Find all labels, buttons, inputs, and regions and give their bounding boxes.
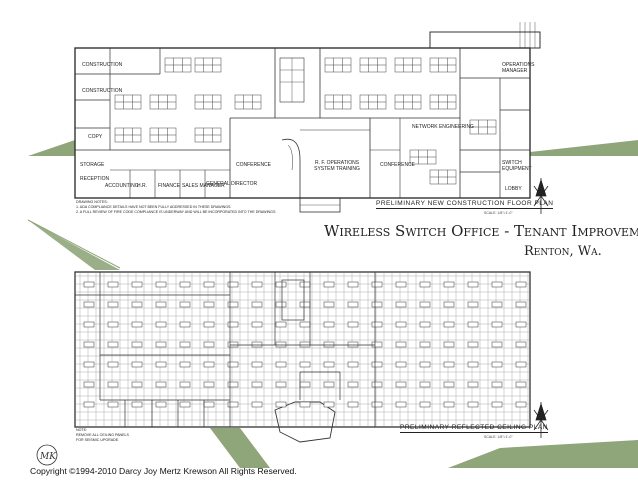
ceiling-plan [74,271,531,443]
room-label: RECEPTION [80,176,110,182]
room-label: SALES MANAGER [182,183,225,189]
room-label: STORAGE [80,162,105,168]
floor-plan-caption: PRELIMINARY NEW CONSTRUCTION FLOOR PLAN [376,200,554,209]
note-item: FOR SEISMIC UPGRADE. [76,438,120,443]
room-label: FINANCE [158,183,180,189]
copyright-text: Copyright ©1994-2010 Darcy Joy Mertz Kre… [30,466,297,476]
svg-text:MK: MK [39,452,57,462]
room-label: CONSTRUCTION [82,88,123,94]
ceiling-plan-scale: SCALE: 1/8"=1'-0" [484,435,513,439]
room-label: GENERAL DIRECTOR [206,181,258,187]
room-label: H.R. [137,183,147,189]
floor-plan [74,22,541,213]
ceiling-notes: NOTE: REMOVE ALL CEILING PANELS FOR SEIS… [76,428,166,444]
room-label: SWITCH EQUIPMENT [502,160,532,172]
notes-heading: NOTE: [76,428,87,432]
room-label: CONFERENCE [236,162,272,168]
room-label: NETWORK ENGINEERING [412,124,474,130]
floor-plan-scale: SCALE: 1/8"=1'-0" [484,211,513,215]
note-item: REMOVE ALL CEILING PANELS [76,433,129,438]
drawing-notes: DRAWING NOTES: 1. ADA COMPLIANCE DETAILS… [76,200,296,216]
note-item: 1. ADA COMPLIANCE DETAILS HAVE NOT BEEN … [76,205,232,210]
workstation-clusters [114,57,497,185]
room-label: CONFERENCE [380,162,416,168]
room-label: LOBBY [505,186,522,192]
room-label: ACCOUNTING [105,183,139,189]
designer-logo: MK [36,444,58,466]
project-title: Wireless Switch Office - Tenant Improvem… [324,222,638,240]
note-item: 2. A FULL REVIEW OF FIRE CODE COMPLIANCE… [76,210,277,215]
room-label: OPERATIONS MANAGER [502,62,535,74]
project-location: Renton, Wa. [524,244,602,259]
light-fixtures [83,281,527,408]
notes-heading: DRAWING NOTES: [76,200,108,204]
room-label: R. F. OPERATIONS SYSTEM TRAINING [314,160,360,172]
room-label: COPY [88,134,103,140]
ceiling-plan-caption: PRELIMINARY REFLECTED CEILING PLAN [400,424,548,433]
ceiling-rooms [75,272,376,427]
room-label: CONSTRUCTION [82,62,123,68]
